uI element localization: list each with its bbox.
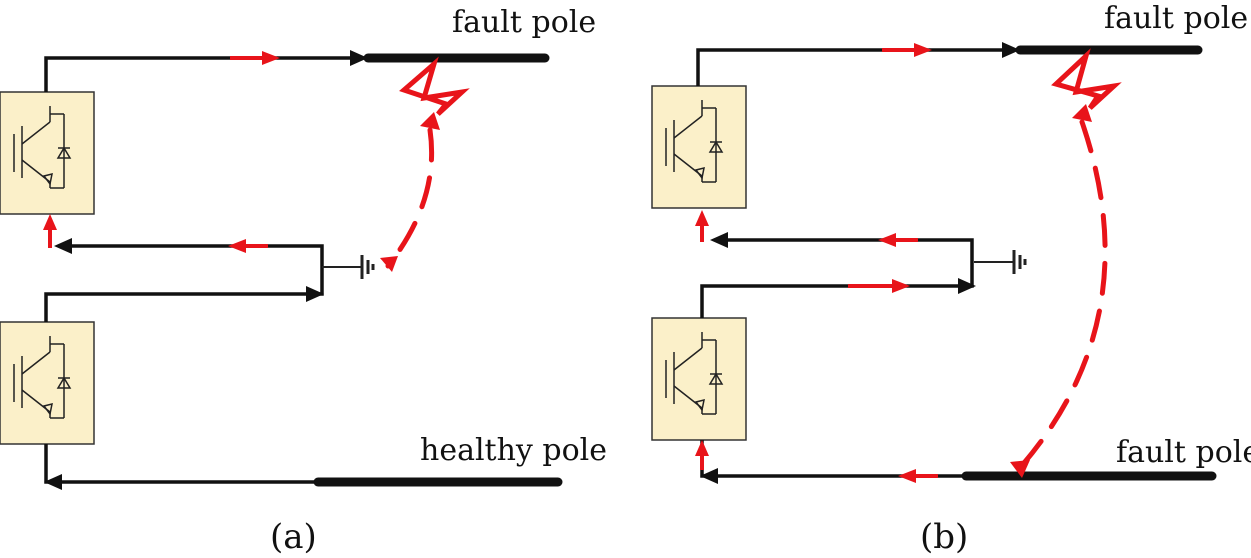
fault-bolt-icon-b bbox=[1051, 48, 1122, 110]
converter-top-a bbox=[0, 91, 95, 215]
caption-a: (a) bbox=[270, 517, 317, 557]
top-pole-label-a: fault pole bbox=[452, 5, 596, 40]
converter-bottom-b bbox=[651, 317, 747, 441]
bottom-pole-label-a: healthy pole bbox=[420, 433, 607, 468]
panel-a: fault pole healthy pole (a) bbox=[0, 5, 607, 557]
caption-b: (b) bbox=[920, 517, 968, 557]
ground-icon bbox=[320, 253, 375, 281]
top-pole-label-b: fault pole bbox=[1104, 1, 1248, 36]
fault-current-path-b bbox=[1010, 104, 1108, 478]
arrowhead-icon bbox=[350, 50, 368, 66]
converter-bottom-a bbox=[0, 321, 95, 445]
wire-mid-a bbox=[43, 214, 324, 322]
wire-bottom-b bbox=[695, 440, 1217, 484]
ground-icon-b bbox=[972, 248, 1027, 276]
fault-bolt-icon bbox=[399, 56, 470, 116]
wire-mid-b bbox=[695, 210, 976, 318]
wire-bottom-a bbox=[44, 444, 563, 490]
fault-current-path-a bbox=[380, 112, 440, 272]
converter-top-b bbox=[651, 85, 747, 209]
wire-top-a bbox=[44, 50, 550, 92]
wire-top-b bbox=[696, 42, 1203, 86]
panel-b: fault pole fault pole (b) bbox=[651, 1, 1251, 557]
bottom-pole-label-b: fault pole bbox=[1116, 435, 1251, 470]
